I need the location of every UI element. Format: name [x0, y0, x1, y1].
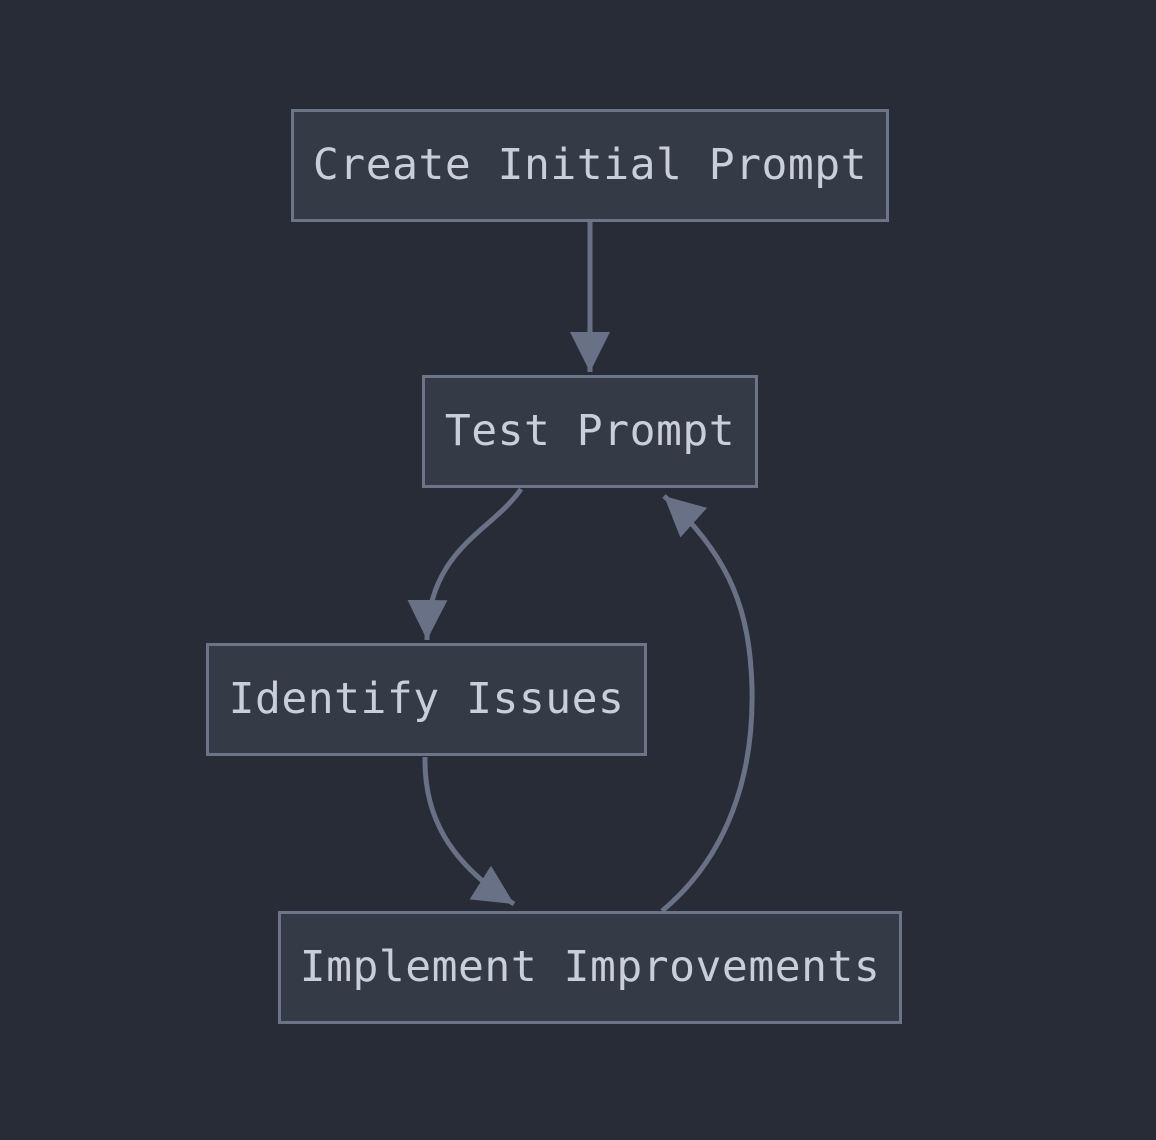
edge-implement-to-test	[660, 494, 755, 913]
node-test-prompt: Test Prompt	[422, 375, 758, 488]
edge-identify-to-implement	[422, 756, 516, 907]
node-identify-issues: Identify Issues	[206, 643, 647, 756]
node-identify-issues-label: Identify Issues	[228, 674, 625, 724]
node-test-prompt-label: Test Prompt	[444, 406, 736, 456]
node-create-initial-prompt-label: Create Initial Prompt	[312, 140, 868, 190]
edge-test-to-identify	[407, 487, 524, 641]
node-create-initial-prompt: Create Initial Prompt	[291, 109, 889, 222]
node-implement-improvements-label: Implement Improvements	[299, 942, 881, 992]
node-implement-improvements: Implement Improvements	[278, 911, 902, 1024]
